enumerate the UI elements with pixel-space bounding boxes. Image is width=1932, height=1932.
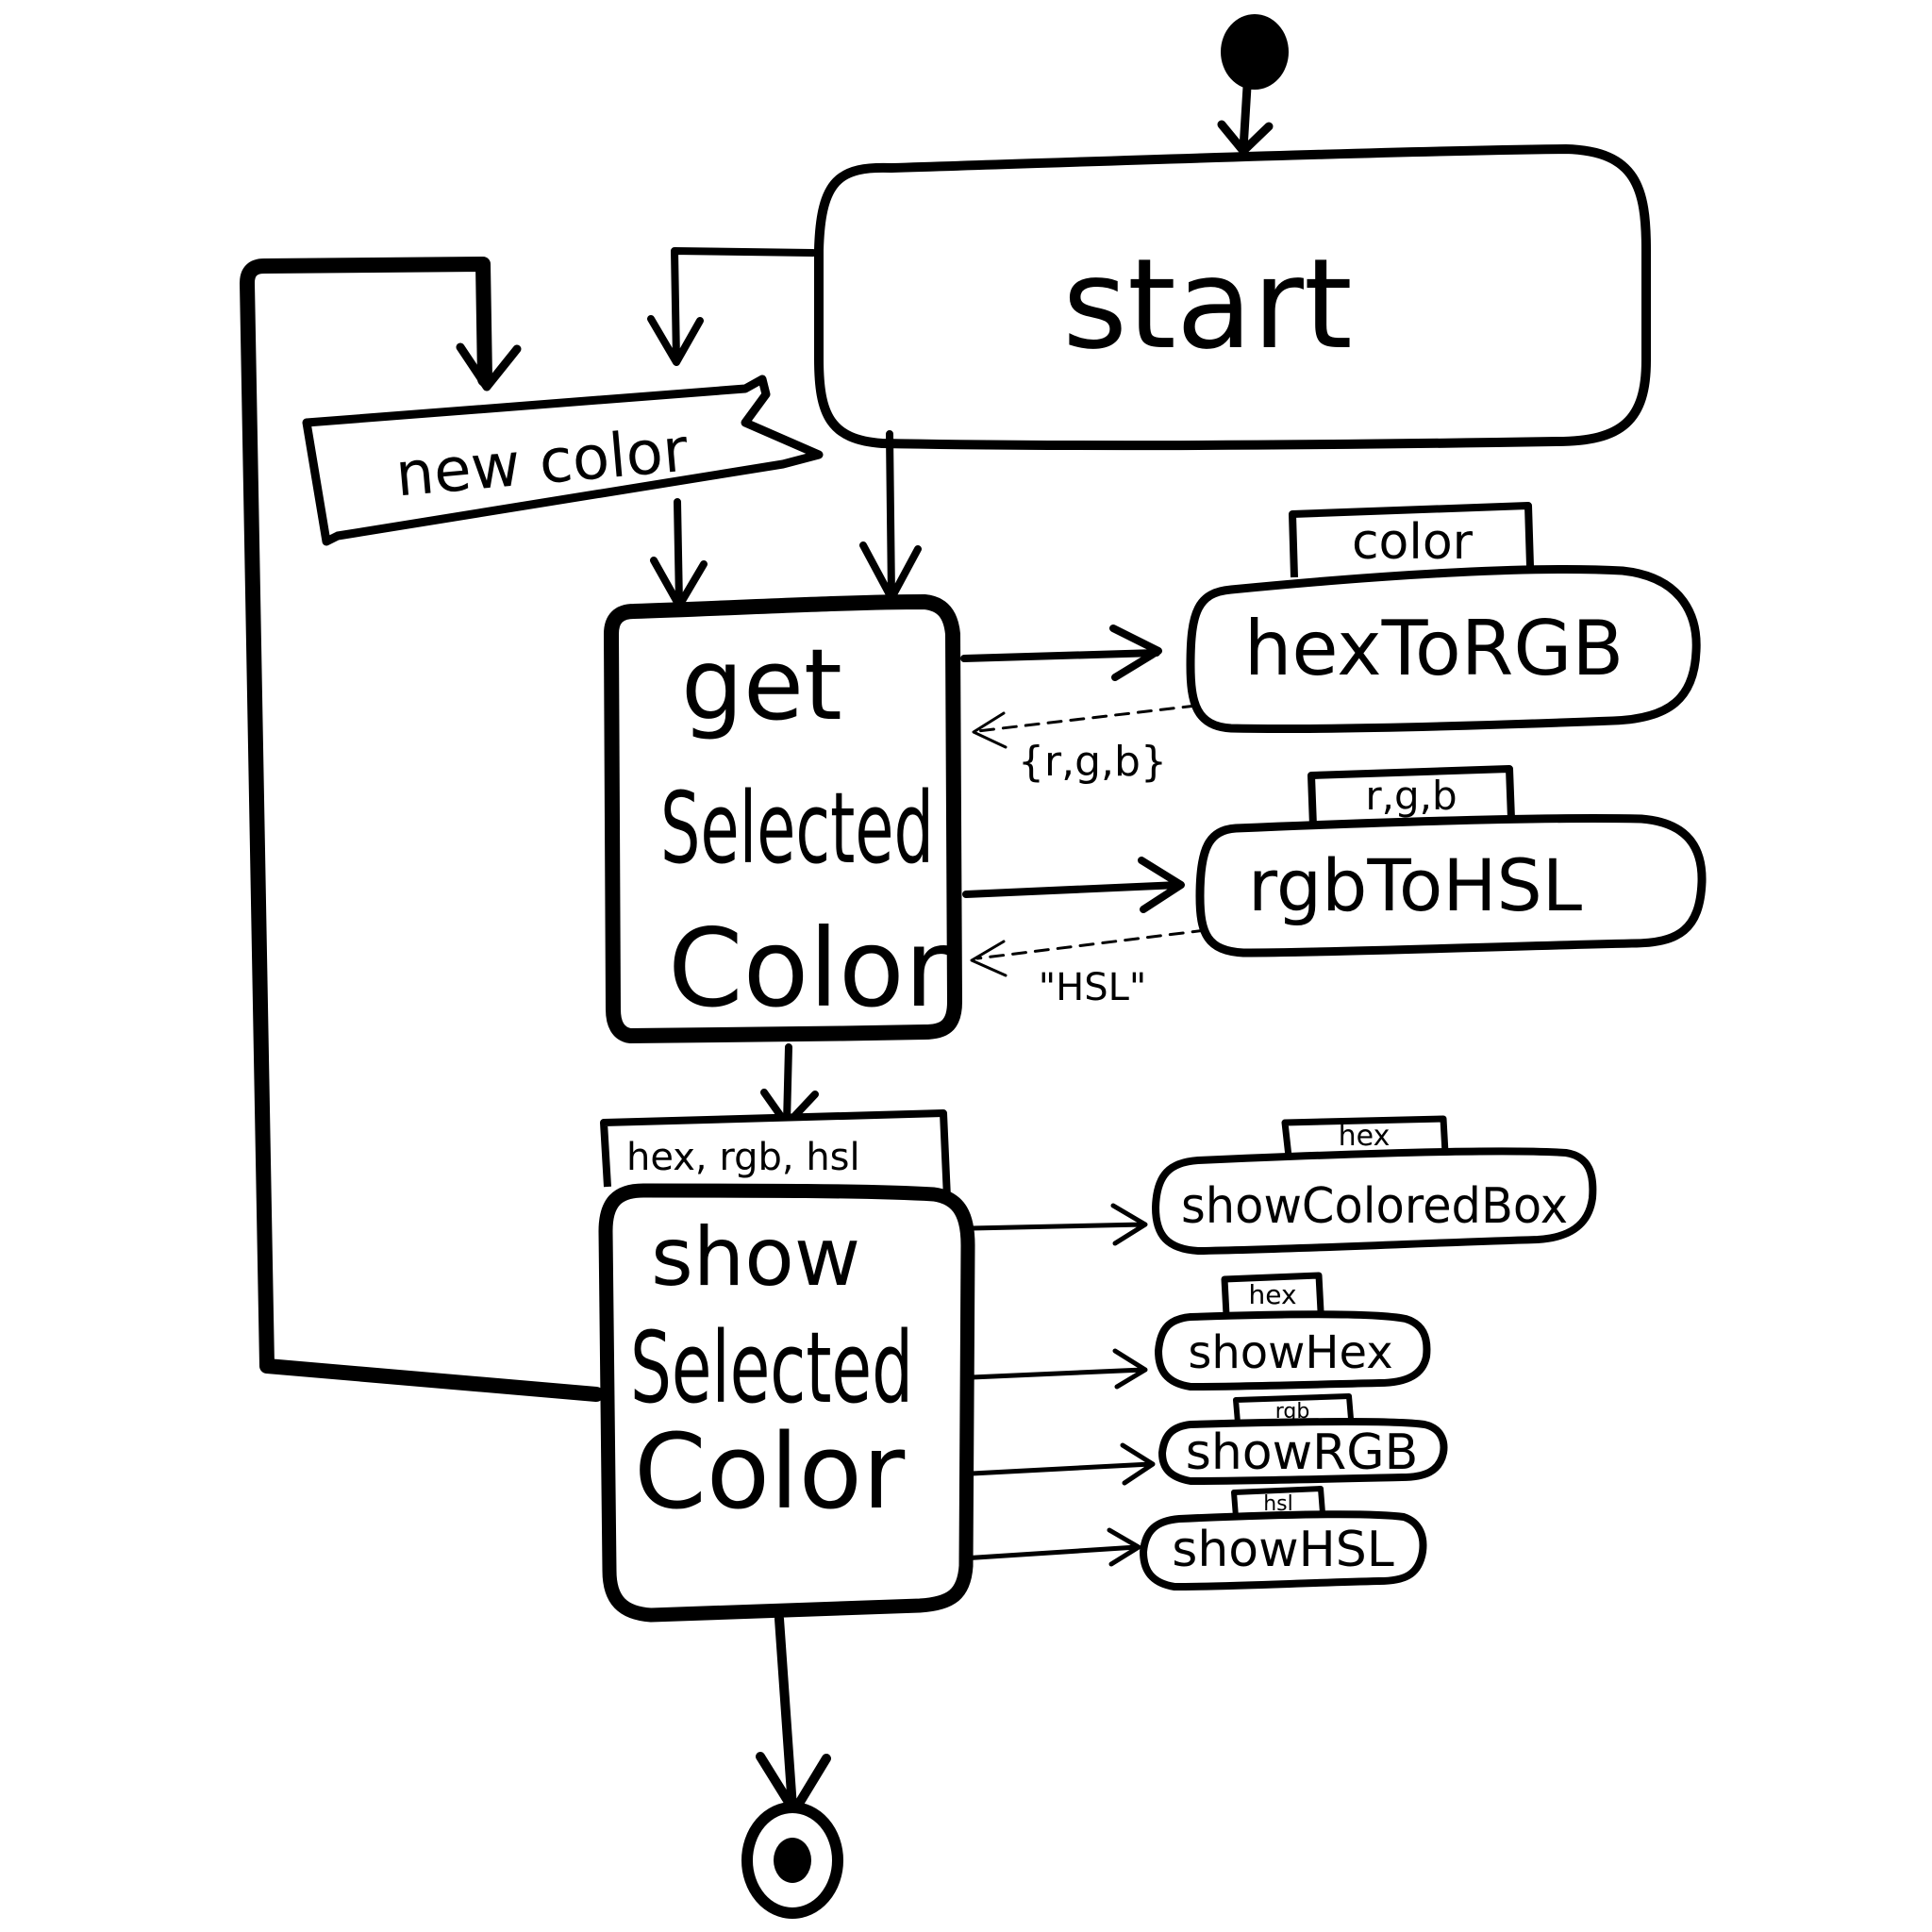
hex-to-rgb-node [1186,565,1701,734]
get-selected-color-line-1: get [681,627,842,742]
show-colored-box-node [1152,1147,1597,1255]
hex-to-rgb-label: hexToRGB [1244,605,1624,692]
show-hex-param-label: hex [1248,1279,1296,1310]
loop-back-line [240,257,604,1402]
show-selected-color-line-2: Selected [630,1310,913,1425]
show-selected-color-line-3: Color [634,1411,906,1532]
show-to-final-arrow [756,1614,831,1816]
show-colored-box-label: showColoredBox [1181,1178,1568,1235]
new-color-to-get-arrow [650,498,708,609]
show-to-hex-arrow [969,1348,1148,1390]
final-node-dot [774,1838,811,1883]
rgb-to-hsl-return-arrow [975,928,1208,960]
get-selected-color-line-3: Color [668,906,949,1031]
rgb-to-hsl-return-arrowhead [970,940,1008,977]
hex-to-rgb-param-label: color [1352,514,1474,571]
show-to-hsl-arrow [959,1527,1141,1567]
rgb-to-hsl-label: rgbToHSL [1248,843,1582,927]
show-selected-color-line-1: show [651,1210,860,1305]
show-colored-box-param-tab [1281,1115,1449,1158]
hex-to-rgb-return-label: {r,g,b} [1018,738,1167,786]
rgb-to-hsl-node [1195,813,1707,958]
show-hsl-param-tab [1231,1486,1325,1518]
show-to-rgb-arrow [969,1442,1156,1486]
rgb-to-hsl-param-label: r,g,b [1365,773,1457,819]
hex-to-rgb-param-tab [1289,502,1534,578]
show-hsl-label: showHSL [1172,1522,1394,1578]
start-node [814,144,1651,451]
initial-to-start-arrow [1217,82,1274,156]
new-color-node [302,375,824,546]
show-hex-node [1155,1310,1431,1391]
show-rgb-label: showRGB [1186,1424,1419,1481]
show-hex-label: showHex [1188,1326,1392,1379]
show-colored-box-param-label: hex [1339,1120,1391,1153]
hex-to-rgb-return-arrowhead [972,711,1008,749]
show-to-colored-box-arrow [969,1203,1148,1246]
get-to-rgb-to-hsl-arrow [962,857,1185,913]
start-to-get-arrow [859,430,922,602]
show-selected-color-node [598,1183,975,1623]
get-selected-color-line-2: Selected [660,771,934,886]
show-rgb-param-tab [1233,1393,1354,1424]
show-hsl-node [1140,1510,1427,1591]
rgb-to-hsl-return-label: "HSL" [1039,966,1147,1009]
show-hex-param-tab [1221,1272,1324,1316]
show-selected-color-param-tab [600,1109,951,1199]
rgb-to-hsl-param-tab [1307,765,1515,827]
hex-to-rgb-return-arrow [975,704,1198,733]
initial-node [1221,14,1289,90]
get-to-show-arrow [760,1043,819,1128]
get-selected-color-node [604,594,962,1043]
start-to-new-color-arrow [647,247,817,366]
show-selected-color-param-label: hex, rgb, hsl [626,1136,860,1179]
loop-back-arrowhead [456,342,522,391]
start-label: start [1062,232,1352,377]
show-rgb-node [1158,1418,1448,1485]
get-to-hex-to-rgb-arrow [960,625,1162,681]
